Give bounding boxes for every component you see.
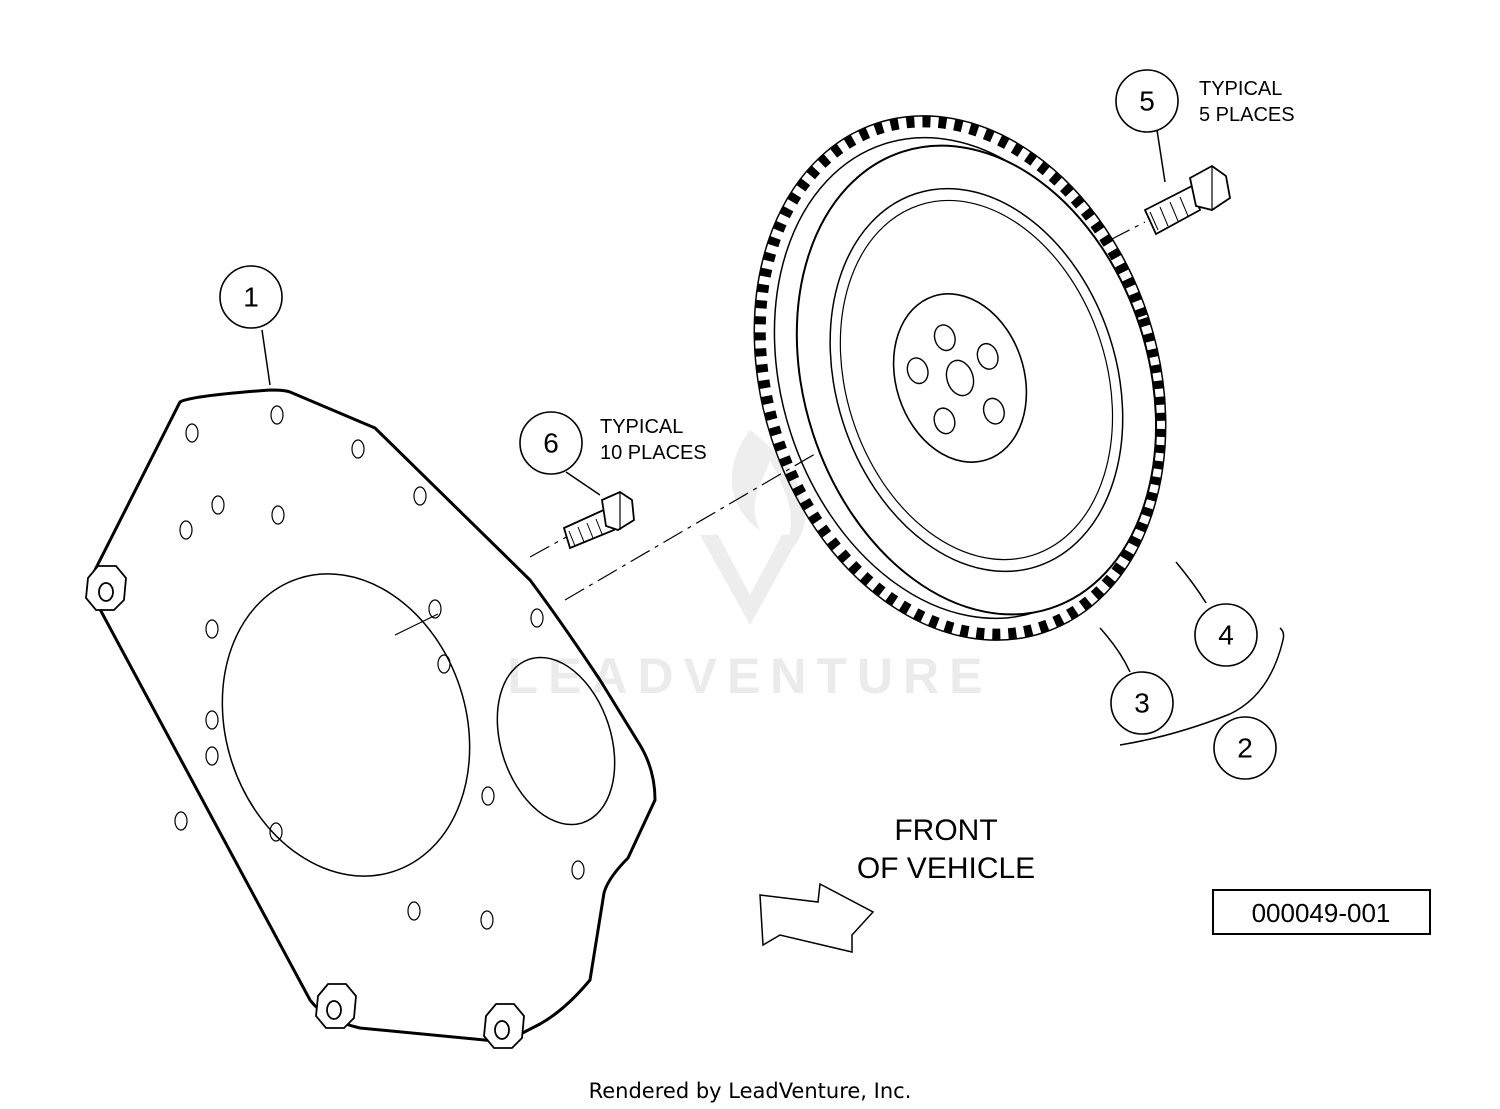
svg-text:4: 4	[1218, 620, 1234, 651]
leader-lines	[261, 129, 1285, 746]
plate-nut	[483, 1003, 525, 1049]
center-line	[564, 377, 946, 601]
bolt5-note-line1: TYPICAL	[1199, 78, 1282, 100]
watermark-text: LEADVENTURE	[507, 648, 992, 704]
flywheel-assembly	[753, 115, 1167, 641]
svg-text:5: 5	[1139, 86, 1155, 117]
svg-text:6: 6	[543, 428, 559, 459]
bolt6-note-line1: TYPICAL	[600, 416, 683, 438]
plate-nut	[315, 983, 357, 1029]
bolt5-axis-line	[1109, 221, 1146, 241]
svg-text:2: 2	[1237, 733, 1253, 764]
callout-1: 1	[219, 265, 283, 329]
bolt-5	[1143, 164, 1231, 236]
watermark-v-icon	[700, 535, 800, 625]
bolt6-note-line2: 10 PLACES	[600, 442, 707, 464]
watermark-flame-icon	[731, 430, 806, 560]
svg-text:3: 3	[1134, 688, 1150, 719]
callout-4: 4	[1194, 603, 1258, 667]
ring-gear	[754, 116, 1166, 640]
watermark: LEADVENTURE	[507, 430, 992, 704]
adapter-plate	[85, 388, 657, 1049]
front-label-line2: OF VEHICLE	[857, 852, 1035, 885]
svg-text:1: 1	[243, 282, 259, 313]
part-number: 000049-001	[1252, 898, 1391, 928]
plate-nut	[85, 565, 127, 611]
bolt5-note-line2: 5 PLACES	[1199, 104, 1295, 126]
front-direction-arrow-icon	[759, 882, 875, 953]
part-number-box: 000049-001	[1212, 889, 1431, 935]
callout-2: 2	[1213, 716, 1277, 780]
callout-6: 6	[519, 411, 583, 475]
callout-3: 3	[1110, 671, 1174, 735]
flywheel-hub	[892, 293, 1028, 463]
footer-credit: Rendered by LeadVenture, Inc.	[589, 1079, 912, 1103]
bolt-6	[562, 490, 635, 550]
callout-5: 5	[1115, 69, 1179, 133]
front-label-line1: FRONT	[894, 814, 997, 847]
bolt6-axis-line	[529, 534, 571, 558]
